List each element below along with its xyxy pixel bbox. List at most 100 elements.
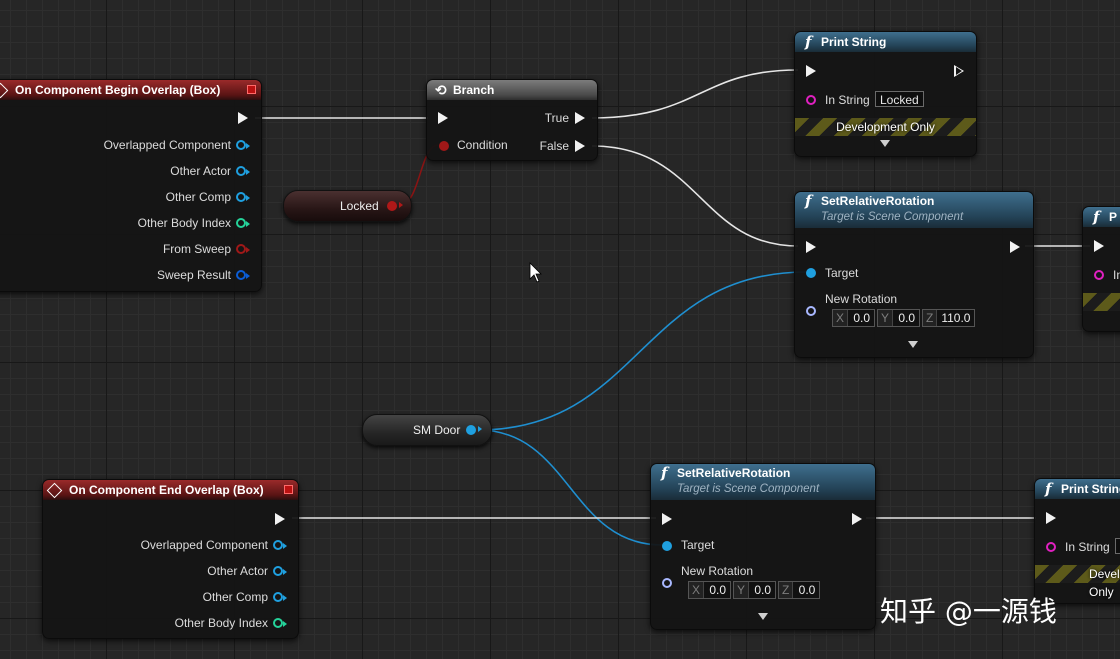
object-pin-other-comp[interactable]	[236, 192, 250, 202]
y-value: 0.0	[754, 583, 772, 597]
exec-false-pin[interactable]	[575, 140, 585, 152]
development-only-bar: Development Only	[1035, 565, 1120, 599]
object-pin-target[interactable]	[662, 541, 672, 551]
z-value: 0.0	[798, 583, 816, 597]
set-relative-rotation-node-2[interactable]: f SetRelativeRotation Target is Scene Co…	[650, 463, 876, 630]
exec-out-pin[interactable]	[275, 513, 285, 525]
bool-pin-from-sweep[interactable]	[236, 244, 250, 254]
object-pin-other-comp[interactable]	[273, 592, 287, 602]
int-pin-other-body-index[interactable]	[273, 618, 287, 628]
rotator-pin-new-rotation[interactable]	[662, 578, 672, 588]
print-string-node-2[interactable]: f Print String In String Development Onl…	[1034, 478, 1120, 604]
in-string-label: In String	[1065, 540, 1110, 554]
exec-out-pin[interactable]	[238, 112, 248, 124]
exec-wire-true-print	[591, 69, 799, 119]
exec-true-pin[interactable]	[575, 112, 585, 124]
delegate-square-icon	[247, 85, 256, 94]
in-string-field[interactable]: Locked	[875, 91, 924, 107]
set-rotation-header-1[interactable]: f SetRelativeRotation Target is Scene Co…	[795, 192, 1033, 228]
set-rotation-header-2[interactable]: f SetRelativeRotation Target is Scene Co…	[651, 464, 875, 500]
y-value: 0.0	[898, 311, 916, 325]
event-diamond-icon	[0, 82, 9, 99]
end-overlap-title: On Component End Overlap (Box)	[69, 483, 264, 497]
print-string-node-partial[interactable]: f P In	[1082, 206, 1120, 332]
locked-variable-label: Locked	[340, 199, 379, 213]
rotator-pin-new-rotation[interactable]	[806, 306, 816, 316]
function-icon: f	[805, 192, 812, 210]
locked-variable-node[interactable]: Locked	[283, 190, 412, 222]
begin-overlap-title: On Component Begin Overlap (Box)	[15, 83, 221, 97]
in-label-partial: In	[1113, 268, 1120, 282]
exec-in-pin[interactable]	[438, 112, 448, 124]
exec-in-pin[interactable]	[806, 241, 816, 253]
exec-in-pin[interactable]	[1094, 240, 1104, 252]
exec-in-pin[interactable]	[1046, 512, 1056, 524]
condition-label: Condition	[457, 138, 508, 152]
exec-in-pin[interactable]	[662, 513, 672, 525]
set-rotation-subtitle-1: Target is Scene Component	[821, 211, 964, 223]
x-value: 0.0	[853, 311, 871, 325]
end-overlap-node[interactable]: On Component End Overlap (Box) Overlappe…	[42, 479, 299, 639]
new-rotation-label: New Rotation	[681, 564, 754, 578]
print-string-header-1[interactable]: f Print String	[795, 32, 976, 52]
development-only-label: Development Only	[836, 120, 935, 134]
print-partial-title: P	[1109, 210, 1118, 224]
x-axis-label: X	[689, 582, 705, 598]
x-value: 0.0	[709, 583, 727, 597]
set-rotation-subtitle-2: Target is Scene Component	[677, 483, 820, 495]
set-rotation-title-1: SetRelativeRotation	[821, 194, 935, 208]
pin-label-sweep-result: Sweep Result	[156, 268, 231, 282]
bool-pin-condition[interactable]	[439, 141, 449, 151]
branch-header[interactable]: ⟲ Branch	[427, 80, 597, 100]
rotation-y-field[interactable]: Y 0.0	[877, 309, 921, 327]
set-rotation-title-2: SetRelativeRotation	[677, 466, 791, 480]
int-pin-other-body-index[interactable]	[236, 218, 250, 228]
struct-pin-sweep-result[interactable]	[236, 270, 250, 280]
in-string-field[interactable]	[1115, 538, 1120, 554]
pin-label-overlapped-component: Overlapped Component	[103, 138, 231, 152]
bool-pin-locked-out[interactable]	[387, 201, 403, 211]
true-label: True	[544, 111, 569, 125]
end-overlap-header[interactable]: On Component End Overlap (Box)	[43, 480, 298, 500]
object-pin-overlapped-component[interactable]	[273, 540, 287, 550]
string-pin-in-string[interactable]	[1094, 270, 1104, 280]
print-string-header-2[interactable]: f Print String	[1035, 479, 1120, 499]
exec-out-pin[interactable]	[852, 513, 862, 525]
sm-door-variable-node[interactable]: SM Door	[362, 414, 492, 446]
begin-overlap-node[interactable]: On Component Begin Overlap (Box) Overlap…	[0, 79, 262, 292]
branch-node[interactable]: ⟲ Branch True Condition False	[426, 79, 598, 161]
string-pin-in-string[interactable]	[1046, 542, 1056, 552]
y-axis-label: Y	[734, 582, 750, 598]
object-pin-other-actor[interactable]	[273, 566, 287, 576]
expand-arrow-icon[interactable]	[758, 613, 768, 620]
development-only-label: Development Only	[1089, 567, 1120, 599]
print-string-node-1[interactable]: f Print String In String Locked Developm…	[794, 31, 977, 157]
function-icon: f	[805, 33, 812, 51]
print-string-title-2: Print String	[1061, 482, 1120, 496]
exec-in-pin[interactable]	[806, 65, 816, 77]
rotation-x-field[interactable]: X 0.0	[688, 581, 732, 599]
expand-arrow-icon[interactable]	[908, 341, 918, 348]
begin-overlap-header[interactable]: On Component Begin Overlap (Box)	[0, 80, 261, 100]
object-pin-target[interactable]	[806, 268, 816, 278]
string-pin-in-string[interactable]	[806, 95, 816, 105]
object-pin-overlapped-component[interactable]	[236, 140, 250, 150]
z-value: 110.0	[941, 311, 971, 325]
pin-label-other-actor: Other Actor	[207, 564, 268, 578]
print-string-header-partial[interactable]: f P	[1083, 207, 1120, 227]
event-diamond-icon	[46, 482, 63, 499]
object-pin-other-actor[interactable]	[236, 166, 250, 176]
object-pin-sm-door-out[interactable]	[466, 425, 482, 435]
function-icon: f	[1093, 208, 1100, 226]
expand-arrow-icon[interactable]	[880, 140, 890, 147]
exec-out-pin[interactable]	[1010, 241, 1020, 253]
target-label: Target	[825, 266, 859, 280]
exec-out-pin[interactable]	[954, 65, 964, 77]
set-relative-rotation-node-1[interactable]: f SetRelativeRotation Target is Scene Co…	[794, 191, 1034, 358]
pin-label-overlapped-component: Overlapped Component	[140, 538, 268, 552]
y-axis-label: Y	[878, 310, 894, 326]
rotation-y-field[interactable]: Y 0.0	[733, 581, 777, 599]
